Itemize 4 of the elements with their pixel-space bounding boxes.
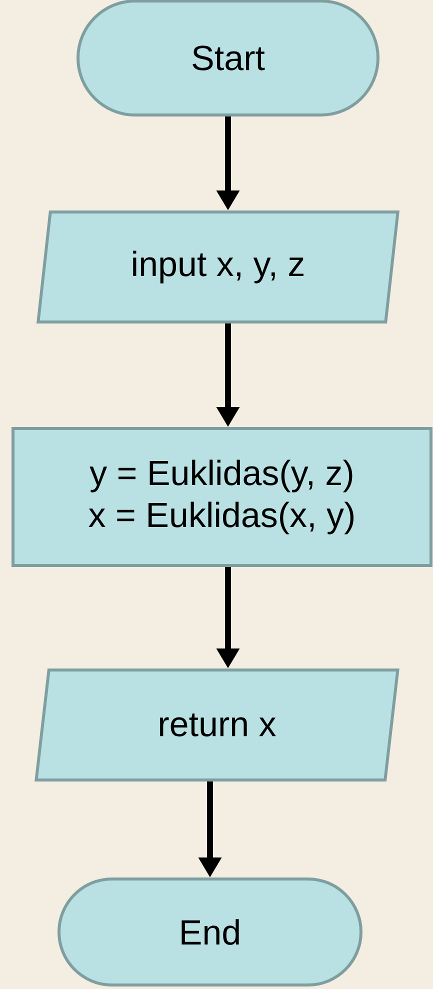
terminal-box: Start [76, 0, 380, 117]
process-box: y = Euklidas(y, z) x = Euklidas(x, y) [12, 427, 432, 567]
input-output-parallelogram: return x [34, 668, 400, 782]
terminal-box: End [58, 878, 362, 986]
